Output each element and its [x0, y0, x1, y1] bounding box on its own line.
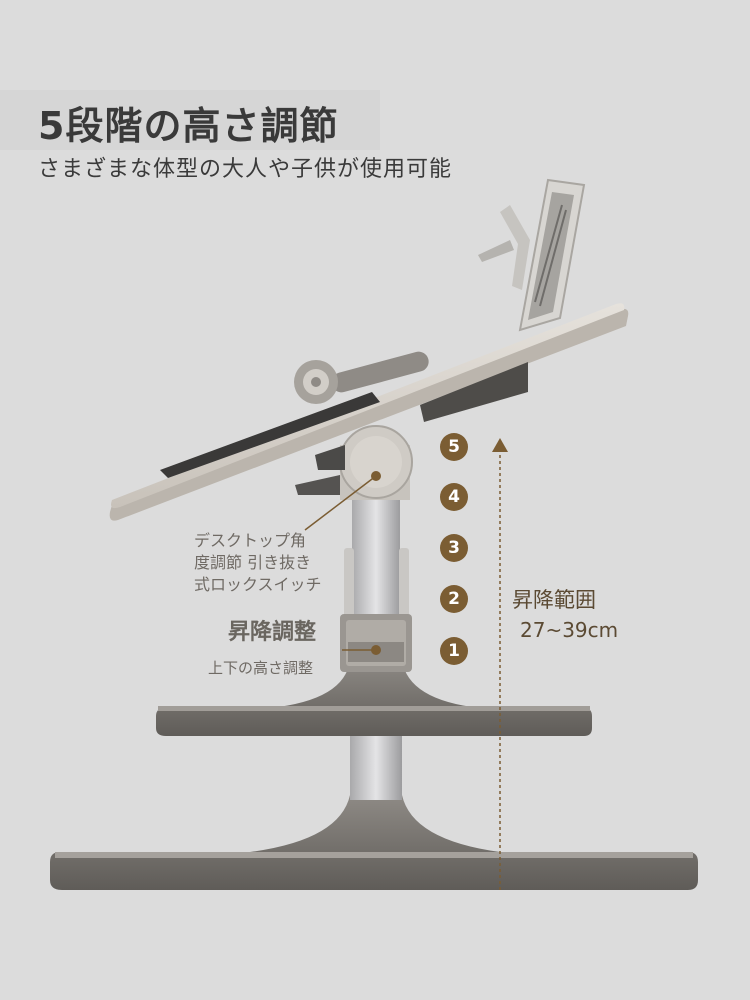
book-holder	[478, 178, 586, 332]
level-badge-3: 3	[440, 534, 468, 562]
level-badge-2: 2	[440, 585, 468, 613]
lock-switch-callout: デスクトップ角 度調節 引き抜き 式ロックスイッチ	[194, 531, 322, 594]
lock-leader-line	[304, 475, 377, 531]
footrest	[156, 660, 592, 736]
range-arrow	[492, 438, 508, 890]
range-value: 27~39cm	[520, 618, 619, 642]
lock-leader-dot	[371, 471, 381, 481]
pivot-hinge	[295, 425, 413, 500]
level-badge-5: 5	[440, 433, 468, 461]
page-subtitle: さまざまな体型の大人や子供が使用可能	[38, 157, 453, 182]
base-foot	[50, 795, 698, 890]
level-badge-4: 4	[440, 483, 468, 511]
title-panel	[0, 90, 380, 150]
page-title: 5段階の高さ調節	[38, 104, 339, 148]
range-label: 昇降範囲	[512, 588, 596, 612]
headphones	[294, 351, 429, 404]
level-badge-1: 1	[440, 637, 468, 665]
lift-callout-title: 昇降調整	[228, 620, 317, 645]
lift-adjuster	[340, 614, 412, 672]
tablet	[160, 392, 380, 478]
lift-callout-desc: 上下の高さ調整	[208, 659, 314, 677]
lift-leader-dot	[371, 645, 381, 655]
